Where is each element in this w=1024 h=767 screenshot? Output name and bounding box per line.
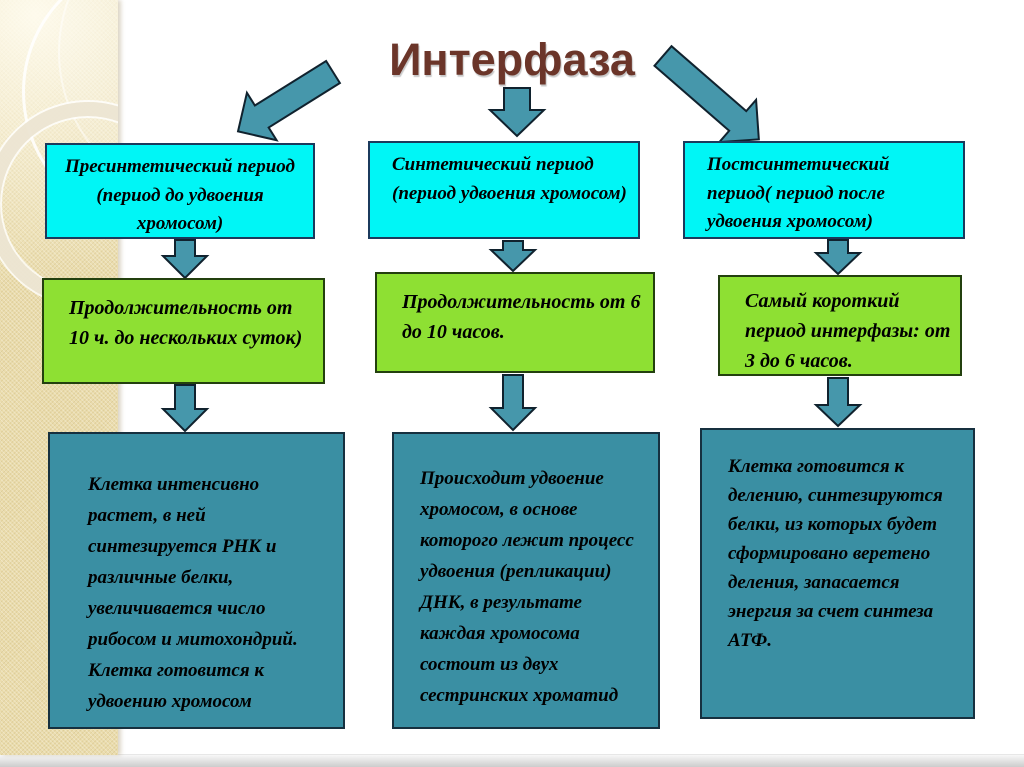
period-box-synthetic: Синтетический период (период удвоения хр… [368, 141, 640, 239]
description-box-presynthetic: Клетка интенсивно растет, в ней синтезир… [48, 432, 345, 729]
duration-box-presynthetic: Продолжительность от 10 ч. до нескольких… [42, 278, 325, 384]
description-box-synthetic: Происходит удвоение хромосом, в основе к… [392, 432, 660, 729]
period-box-presynthetic: Пресинтетический период (период до удвое… [45, 143, 315, 239]
period-box-postsynthetic: Постсинтетический период( период после у… [683, 141, 965, 239]
down-arrow-icon [487, 87, 547, 138]
down-arrow-icon [813, 239, 863, 276]
down-arrow-icon [488, 374, 538, 432]
down-arrow-icon [813, 377, 863, 428]
duration-box-postsynthetic: Самый короткий период интерфазы: от 3 до… [718, 275, 962, 376]
down-arrow-icon [160, 384, 210, 433]
bottom-bar-decoration [0, 754, 1024, 767]
description-box-postsynthetic: Клетка готовится к делению, синтезируютс… [700, 428, 975, 719]
down-arrow-icon [488, 240, 538, 273]
slide-title: Интерфаза [389, 34, 635, 85]
duration-box-synthetic: Продолжительность от 6 до 10 часов. [375, 272, 655, 373]
down-arrow-icon [160, 239, 210, 280]
